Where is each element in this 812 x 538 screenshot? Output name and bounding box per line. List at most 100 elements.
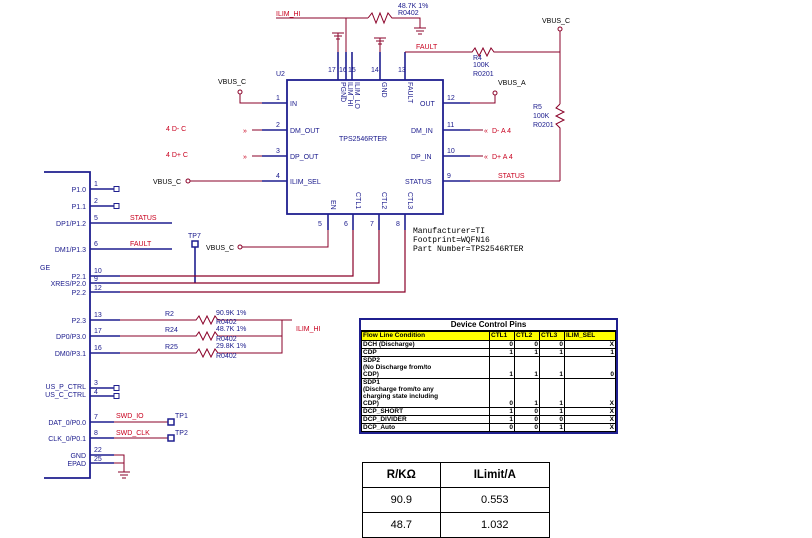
svg-text:10: 10 xyxy=(94,268,102,275)
pin-num: 17 xyxy=(328,67,336,74)
pin-num: 11 xyxy=(447,122,454,129)
ground-symbol-mcu xyxy=(114,454,130,479)
svg-text:16: 16 xyxy=(94,345,102,352)
pin-name: CTL3 xyxy=(406,192,413,209)
mcu-status-net: STATUS xyxy=(130,215,157,222)
svg-text:«: « xyxy=(484,154,488,161)
table-header: CTL2 xyxy=(514,331,540,341)
tp1-testpoint[interactable]: TP1 xyxy=(167,413,188,426)
pin-num: 13 xyxy=(398,67,406,74)
chip-attr-part-number: Part Number=TPS2546RTER xyxy=(413,245,524,254)
pin-name: CTL2 xyxy=(380,192,387,209)
svg-text:GND: GND xyxy=(70,453,86,460)
swd-io-net: SWD_IO xyxy=(114,413,168,423)
svg-text:VBUS_C: VBUS_C xyxy=(218,79,246,86)
pin-num: 6 xyxy=(344,221,348,228)
pin-name: DP_OUT xyxy=(290,154,319,161)
svg-text:ILIM_HI: ILIM_HI xyxy=(276,11,301,18)
svg-text:STATUS: STATUS xyxy=(498,173,525,180)
ctl-wires xyxy=(120,230,406,293)
resistor-r2: R2 90.9K 1% R0402 xyxy=(120,310,292,326)
fault-net: FAULT xyxy=(405,44,467,53)
svg-text:R4: R4 xyxy=(473,55,482,62)
chip-left-pins: 1 2 3 4 IN DM_OUT DP_OUT ILIM_SEL xyxy=(262,95,321,186)
dm-c-port: 4 D- C » xyxy=(166,126,262,135)
svg-text:P2.2: P2.2 xyxy=(72,290,87,297)
svg-text:48.7K 1%: 48.7K 1% xyxy=(398,3,428,10)
pin-name: EN xyxy=(329,200,336,210)
svg-text:DM0/P3.1: DM0/P3.1 xyxy=(55,351,86,358)
resistor-r24: R24 48.7K 1% R0402 xyxy=(120,320,283,343)
chip-right-pins: 12 11 10 9 OUT DM_IN DP_IN STATUS xyxy=(405,95,470,186)
svg-text:R0402: R0402 xyxy=(216,336,237,343)
svg-text:R5: R5 xyxy=(533,104,542,111)
svg-text:22: 22 xyxy=(94,447,102,454)
pin-name: DP_IN xyxy=(411,154,432,161)
svg-text:R0402: R0402 xyxy=(398,10,419,17)
pin-name: CTL1 xyxy=(354,192,361,209)
ilim-hi-mid-net: ILIM_HI xyxy=(296,326,321,333)
pin-name: GND xyxy=(380,82,387,98)
svg-text:DM1/P1.3: DM1/P1.3 xyxy=(55,247,86,254)
svg-text:7: 7 xyxy=(94,414,98,421)
pin-name: STATUS xyxy=(405,179,432,186)
svg-text:D- A 4: D- A 4 xyxy=(492,128,511,135)
svg-text:R0402: R0402 xyxy=(216,353,237,360)
svg-text:US_C_CTRL: US_C_CTRL xyxy=(45,392,86,399)
pin-num: 10 xyxy=(447,148,455,155)
svg-text:1: 1 xyxy=(94,181,98,188)
svg-text:5: 5 xyxy=(94,215,98,222)
svg-text:13: 13 xyxy=(94,312,102,319)
pin-name: ILIM_SEL xyxy=(290,179,321,186)
pin-num: 1 xyxy=(276,95,280,102)
table-header: CTL3 xyxy=(539,331,565,341)
pin-num: 7 xyxy=(370,221,374,228)
dm-a-port: « D- A 4 xyxy=(470,128,511,135)
svg-text:P1.0: P1.0 xyxy=(72,187,87,194)
svg-text:SWD_CLK: SWD_CLK xyxy=(116,430,150,437)
pin-num: 4 xyxy=(276,173,280,180)
svg-text:VBUS_A: VBUS_A xyxy=(498,80,526,87)
tp2-testpoint[interactable]: TP2 xyxy=(167,430,188,442)
svg-text:EPAD: EPAD xyxy=(67,461,86,468)
svg-text:«: « xyxy=(484,128,488,135)
chip-body[interactable] xyxy=(286,79,444,215)
tp7-testpoint[interactable]: TP7 xyxy=(188,233,201,283)
table-header: ILimit/A xyxy=(439,462,551,488)
pin-name: OUT xyxy=(420,101,436,108)
chip-attr-footprint: Footprint=WQFN16 xyxy=(413,236,490,245)
dp-c-port: 4 D+ C » xyxy=(166,152,262,161)
svg-text:4 D+ C: 4 D+ C xyxy=(166,152,188,159)
pin-name: FAULT xyxy=(406,82,413,104)
svg-text:P1.1: P1.1 xyxy=(72,204,87,211)
resistor-top: 48.7K 1% R0402 xyxy=(367,3,428,35)
svg-text:R25: R25 xyxy=(165,344,178,351)
svg-text:DAT_0/P0.0: DAT_0/P0.0 xyxy=(48,420,86,427)
schematic-canvas: U2 TPS2546RTER 1 2 3 4 IN DM_OUT DP_OUT … xyxy=(40,3,570,479)
mcu-fault-net: FAULT xyxy=(130,241,152,248)
table-title: Device Control Pins xyxy=(361,320,616,331)
svg-text:R0201: R0201 xyxy=(473,71,494,78)
svg-text:GE: GE xyxy=(40,265,50,272)
svg-text:2: 2 xyxy=(94,198,98,205)
pin-name: PGND xyxy=(339,82,346,102)
chip-top-pins: 17 16 15 14 13 PGND ILIM_HI ILIM_LO GND … xyxy=(328,52,413,109)
svg-text:XRES/P2.0: XRES/P2.0 xyxy=(51,281,87,288)
svg-text:100K: 100K xyxy=(473,62,490,69)
pin-name: DM_IN xyxy=(411,128,433,135)
vbus-c-top-net: VBUS_C xyxy=(218,79,262,104)
ground-symbol-gnd xyxy=(374,37,386,52)
svg-text:DP1/P1.2: DP1/P1.2 xyxy=(56,221,86,228)
resistor-r25: R25 29.8K 1% R0402 xyxy=(120,336,283,360)
svg-text:3: 3 xyxy=(94,380,98,387)
dp-a-port: « D+ A 4 xyxy=(470,154,513,161)
pin-name: IN xyxy=(290,101,297,108)
chip-part: TPS2546RTER xyxy=(339,136,387,143)
svg-text:TP7: TP7 xyxy=(188,233,201,240)
